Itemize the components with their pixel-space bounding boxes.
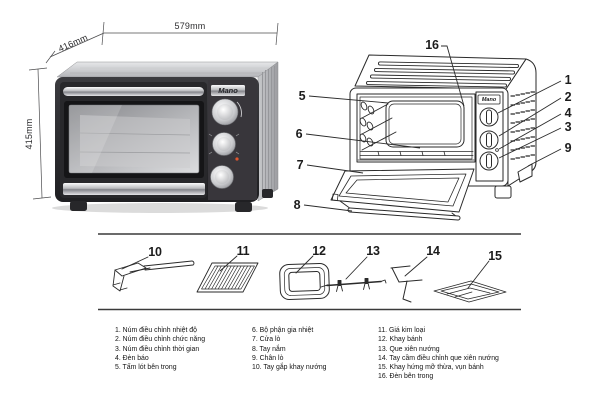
legend-item: 1. Núm điều chỉnh nhiệt độ <box>115 327 197 334</box>
callout-leader-lines <box>303 45 562 212</box>
dimension-width-label: 579mm <box>174 21 206 31</box>
legend-item: 11. Giá kim loại <box>378 327 425 334</box>
callout-5: 5 <box>298 89 306 103</box>
legend-item: 13. Que xiên nướng <box>378 345 440 353</box>
callout-16: 16 <box>425 38 439 52</box>
legend-item: 7. Cửa lò <box>252 336 281 344</box>
callout-1: 1 <box>564 73 572 87</box>
legend-column-3: 11. Giá kim loại 12. Khay bánh 13. Que x… <box>378 326 499 382</box>
legend-item: 3. Núm điều chỉnh thời gian <box>115 345 200 353</box>
callout-7: 7 <box>296 158 304 172</box>
callout-6: 6 <box>295 127 303 141</box>
legend-item: 6. Bộ phận gia nhiệt <box>252 327 314 334</box>
callout-11: 11 <box>236 244 250 258</box>
callout-14: 14 <box>426 244 440 258</box>
callout-15: 15 <box>488 249 502 263</box>
accessory-gripper-drawing <box>112 260 195 292</box>
legend-item: 10. Tay gắp khay nướng <box>252 364 327 372</box>
legend-item: 16. Đèn bên trong <box>378 373 434 381</box>
callout-9: 9 <box>564 141 572 155</box>
callout-13: 13 <box>366 244 380 258</box>
line-drawing-oven <box>330 54 537 221</box>
dimension-lines <box>28 21 279 200</box>
callout-4: 4 <box>564 106 572 120</box>
accessory-skewer-handle-drawing <box>390 265 423 303</box>
accessory-wire-rack-drawing <box>196 262 259 293</box>
callout-2: 2 <box>564 90 572 104</box>
legend-item: 9. Chân lò <box>252 354 284 362</box>
callout-8: 8 <box>293 198 301 212</box>
accessories-row <box>112 255 507 303</box>
legend-column-2: 6. Bộ phận gia nhiệt 7. Cửa lò 8. Tay nắ… <box>252 326 327 372</box>
legend-item: 8. Tay nắm <box>252 345 286 353</box>
legend-item: 12. Khay bánh <box>378 336 423 344</box>
legend-item: 4. Đèn báo <box>115 354 149 362</box>
brand-logo: Mano <box>218 86 238 95</box>
brand-logo-drawing: Mano <box>481 96 497 103</box>
accessory-skewer-drawing <box>320 278 387 292</box>
accessory-crumb-tray-drawing <box>433 280 507 303</box>
callout-12: 12 <box>312 244 326 258</box>
photo-oven-illustration <box>52 61 279 213</box>
callout-3: 3 <box>564 120 572 134</box>
dimension-height-label: 415mm <box>24 118 34 150</box>
accessory-baking-tray-drawing <box>279 262 330 301</box>
legend-column-1: 1. Núm điều chỉnh nhiệt độ 2. Núm điều c… <box>115 326 205 372</box>
section-dividers <box>98 233 521 311</box>
legend-item: 14. Tay cầm điều chỉnh que xiên nướng <box>378 354 499 362</box>
legend-item: 2. Núm điều chỉnh chức năng <box>115 336 206 344</box>
legend-item: 5. Tấm lót bên trong <box>115 364 177 372</box>
legend-item: 15. Khay hứng mỡ thừa, vụn bánh <box>378 364 484 372</box>
callout-10: 10 <box>148 245 162 259</box>
